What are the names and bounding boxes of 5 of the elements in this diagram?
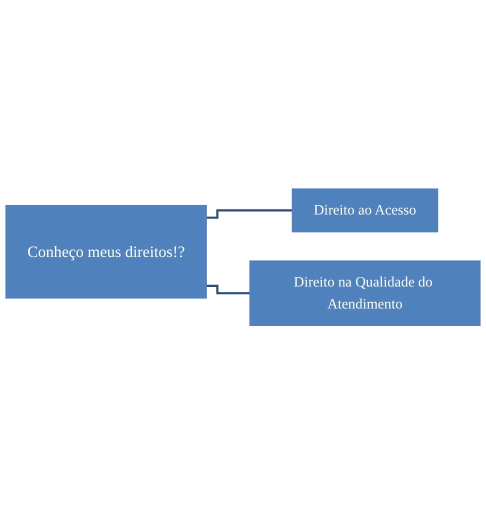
- node-box: Direito ao Acesso: [292, 188, 438, 232]
- connector: [206, 209, 292, 219]
- node-box: Direito na Qualidade do Atendimento: [249, 260, 481, 326]
- connector: [206, 284, 250, 294]
- node-box: Conheço meus direitos!?: [5, 204, 207, 298]
